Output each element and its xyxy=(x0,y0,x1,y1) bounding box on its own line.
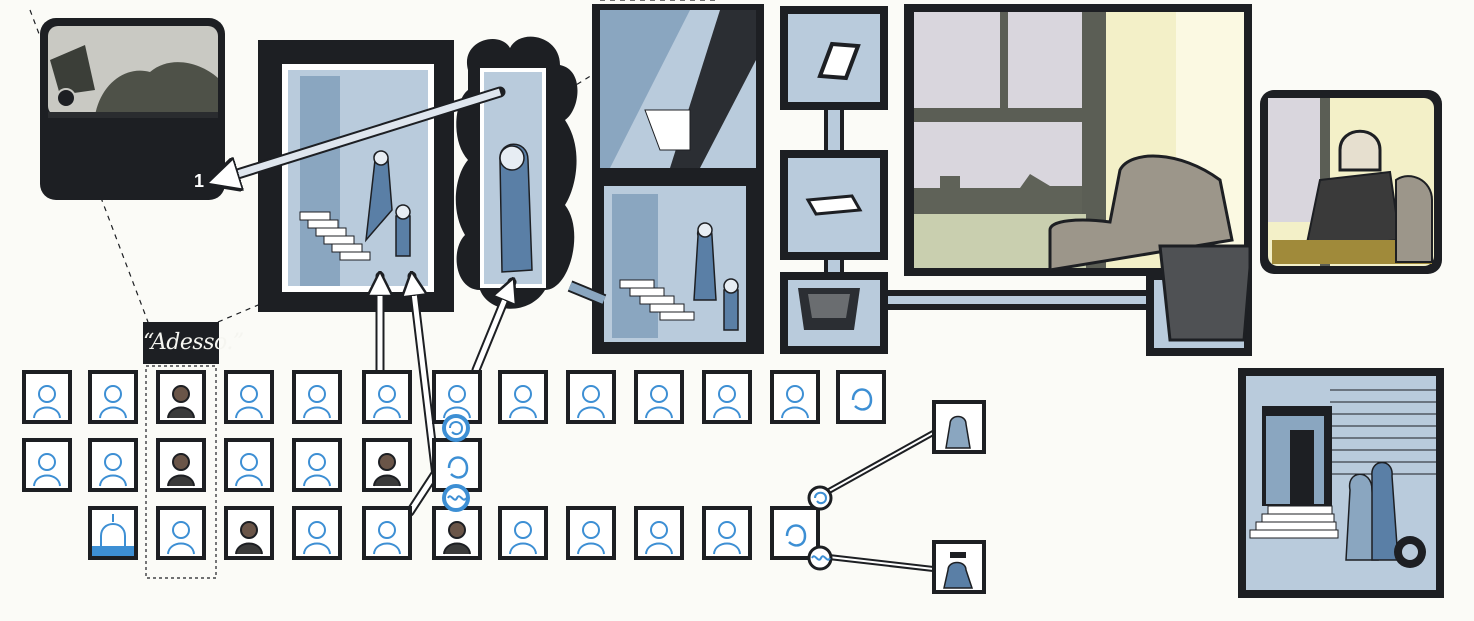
timeline-thumbnail xyxy=(362,438,412,492)
timeline-thumbnail xyxy=(702,506,752,560)
figure-icon xyxy=(167,453,195,487)
figure-icon xyxy=(443,521,471,555)
panel-stairs-family xyxy=(258,40,454,312)
panel-stairs-top xyxy=(592,4,764,176)
timeline-thumbnail xyxy=(432,438,482,492)
connector-memory-stairs xyxy=(567,280,607,306)
timeline-thumbnail xyxy=(634,506,684,560)
timeline-thumbnail xyxy=(22,370,72,424)
figure-icon xyxy=(373,521,401,555)
figure-icon xyxy=(509,385,537,419)
figure-icon xyxy=(167,521,195,555)
branch-thumbnail-upper xyxy=(932,400,986,454)
branch-thumbnail-lower xyxy=(932,540,986,594)
branch-lines xyxy=(818,425,944,573)
figure-icon xyxy=(167,385,195,419)
timeline-thumbnail xyxy=(498,370,548,424)
figure-icon xyxy=(645,521,673,555)
fetus-icon xyxy=(851,388,873,411)
figure-icon xyxy=(99,385,127,419)
timeline-thumbnail xyxy=(224,438,274,492)
figure-icon xyxy=(713,385,741,419)
figure-icon xyxy=(303,521,331,555)
timeline-thumbnail xyxy=(770,370,820,424)
timeline-thumbnail xyxy=(156,506,206,560)
panel-old-man-chair xyxy=(1260,90,1442,274)
timeline-thumbnail xyxy=(770,506,820,560)
panel-drawer-sequence xyxy=(780,6,888,354)
panel-memory-cloud xyxy=(455,36,578,309)
panel-window-armchair xyxy=(904,4,1252,276)
timeline-thumbnail xyxy=(88,506,138,560)
timeline-thumbnail xyxy=(292,438,342,492)
tombstone-icon xyxy=(92,514,134,556)
figure-icon xyxy=(235,521,263,555)
squiggle-icon xyxy=(807,545,833,571)
timeline-thumbnail xyxy=(292,370,342,424)
timeline-thumbnail xyxy=(362,506,412,560)
timeline-thumbnail xyxy=(634,370,684,424)
figure-icon xyxy=(645,385,673,419)
figure-icon xyxy=(373,385,401,419)
figure-icon xyxy=(99,453,127,487)
figure-icon xyxy=(781,385,809,419)
caption-adesso: “Adesso.” xyxy=(143,322,244,364)
figure-icon xyxy=(577,521,605,555)
fetus-icon xyxy=(785,524,807,547)
squiggle-icon xyxy=(442,484,470,512)
figure-icon xyxy=(509,521,537,555)
timeline-thumbnail xyxy=(702,370,752,424)
thumbnail-timeline-grid xyxy=(22,370,886,560)
timeline-thumbnail xyxy=(156,438,206,492)
dashed-guide-lines xyxy=(29,0,715,323)
figure-icon xyxy=(33,453,61,487)
figure-icon xyxy=(33,385,61,419)
timeline-thumbnail xyxy=(836,370,886,424)
timeline-thumbnail xyxy=(22,438,72,492)
timeline-thumbnail xyxy=(88,438,138,492)
figure-icon xyxy=(235,453,263,487)
arrow-to-panel-1 xyxy=(212,86,506,182)
panel-dump-truck xyxy=(40,18,225,200)
figure-icon xyxy=(303,385,331,419)
panel-stairs-bottom xyxy=(592,176,764,354)
figure-icon xyxy=(577,385,605,419)
fetus-icon xyxy=(442,414,470,442)
timeline-thumbnail xyxy=(224,370,274,424)
fetus-icon xyxy=(447,456,469,479)
timeline-thumbnail xyxy=(566,506,616,560)
timeline-thumbnail xyxy=(224,506,274,560)
figure-icon xyxy=(713,521,741,555)
figure-icon xyxy=(373,453,401,487)
fetus-icon xyxy=(807,485,833,511)
panel-side-table xyxy=(888,244,1252,356)
timeline-thumbnail xyxy=(362,370,412,424)
panel-street-couple xyxy=(1238,368,1444,598)
figure-icon xyxy=(235,385,263,419)
timeline-thumbnail xyxy=(292,506,342,560)
figure-icon xyxy=(303,453,331,487)
panel-number: 1 xyxy=(194,171,205,191)
timeline-thumbnail xyxy=(88,370,138,424)
timeline-symbols xyxy=(442,414,833,571)
timeline-thumbnail xyxy=(432,506,482,560)
timeline-thumbnail xyxy=(566,370,616,424)
highlight-column xyxy=(145,365,217,579)
timeline-thumbnail xyxy=(156,370,206,424)
timeline-thumbnail xyxy=(498,506,548,560)
